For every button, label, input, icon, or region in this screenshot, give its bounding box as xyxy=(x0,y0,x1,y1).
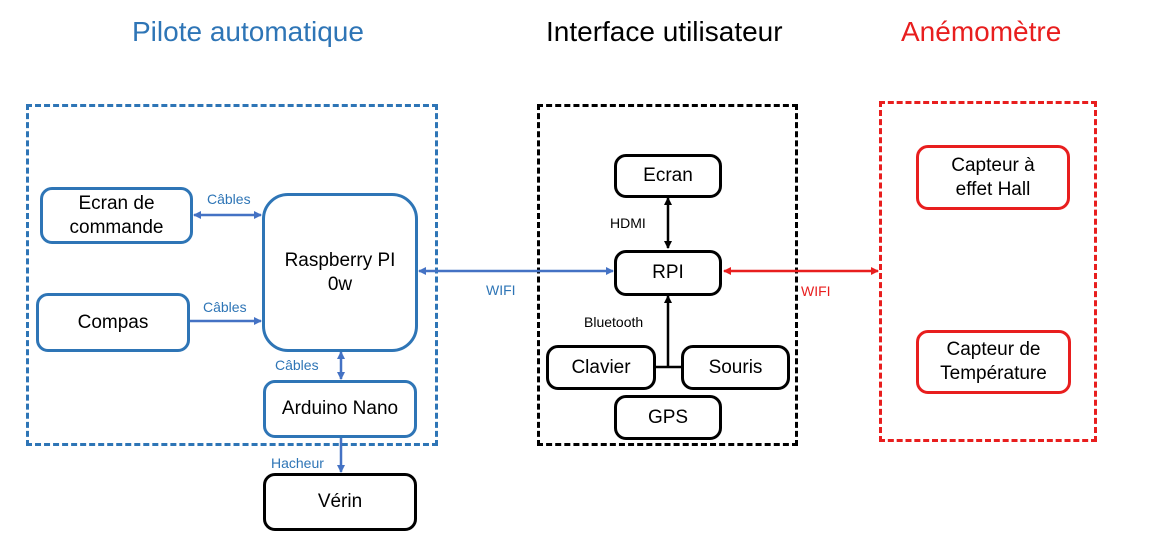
pilote-title: Pilote automatique xyxy=(132,16,364,47)
node-souris: Souris xyxy=(681,345,790,390)
node-raspberry-pi: Raspberry PI 0w xyxy=(262,193,418,352)
node-capteur-effet-hall: Capteur à effet Hall xyxy=(916,145,1070,210)
interface-title: Interface utilisateur xyxy=(546,16,783,47)
anemometre-group xyxy=(879,101,1097,442)
node-verin: Vérin xyxy=(263,473,417,531)
node-rpi: RPI xyxy=(614,250,722,296)
label-cables-ecran: Câbles xyxy=(207,191,251,207)
label-wifi-red: WIFI xyxy=(801,283,831,299)
label-hacheur: Hacheur xyxy=(271,455,324,471)
interface-group xyxy=(537,104,798,446)
node-arduino-nano: Arduino Nano xyxy=(263,380,417,438)
node-ecran-de-commande: Ecran de commande xyxy=(40,187,193,244)
node-clavier: Clavier xyxy=(546,345,656,390)
anemometre-title: Anémomètre xyxy=(901,16,1062,47)
node-compas: Compas xyxy=(36,293,190,352)
node-ecran: Ecran xyxy=(614,154,722,198)
node-gps: GPS xyxy=(614,395,722,440)
label-cables-arduino: Câbles xyxy=(275,357,319,373)
label-cables-compas: Câbles xyxy=(203,299,247,315)
label-hdmi: HDMI xyxy=(610,215,646,231)
label-bluetooth: Bluetooth xyxy=(584,314,644,330)
node-capteur-temperature: Capteur de Température xyxy=(916,330,1071,394)
label-wifi-blue: WIFI xyxy=(486,282,516,298)
pilote-group xyxy=(26,104,438,446)
